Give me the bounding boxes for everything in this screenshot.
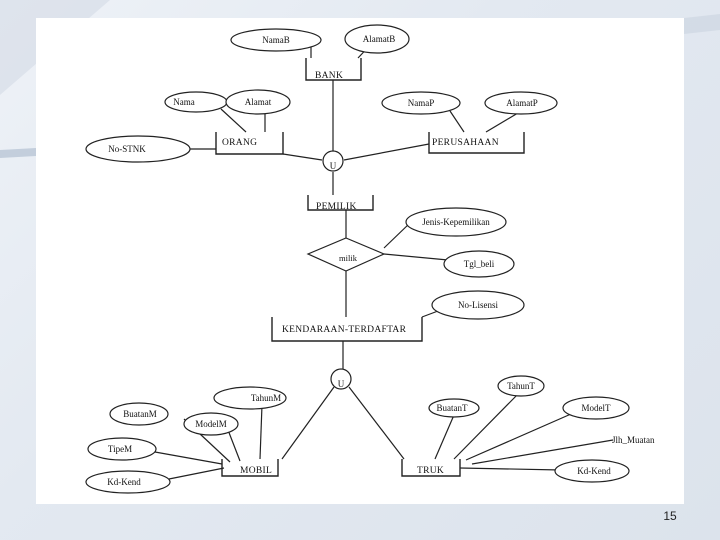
attr-modelm-ellipse bbox=[183, 412, 239, 436]
attr-tglbeli-label: Tgl_beli bbox=[464, 259, 495, 269]
er-diagram: BANK ORANG PERUSAHAAN PEMILIK KENDARAAN-… bbox=[85, 24, 655, 494]
entity-truk-box bbox=[401, 459, 461, 477]
entity-bank-box bbox=[305, 58, 362, 81]
connector-line bbox=[281, 386, 335, 460]
connector-line bbox=[465, 413, 572, 461]
attr-namap-ellipse bbox=[381, 91, 461, 115]
connector-line bbox=[282, 153, 323, 161]
entity-truk-label: TRUK bbox=[417, 466, 444, 476]
attr-tipem-ellipse bbox=[87, 437, 157, 461]
connector-line bbox=[485, 112, 519, 133]
connector-line bbox=[453, 391, 521, 460]
diagram-sheet: BANK ORANG PERUSAHAAN PEMILIK KENDARAAN-… bbox=[36, 18, 684, 504]
connector-line bbox=[434, 414, 455, 460]
attr-kdkend-t-label: Kd-Kend bbox=[577, 466, 611, 476]
attr-tahunt-label: TahunT bbox=[507, 381, 535, 391]
connector-line bbox=[471, 439, 614, 465]
attr-namab-ellipse bbox=[230, 28, 322, 52]
attr-jlhmuatan-label: Jlh_Muatan bbox=[612, 435, 655, 445]
relationship-milik-diamond bbox=[306, 237, 386, 272]
entity-kendaraan-box bbox=[271, 317, 423, 342]
attr-nostnk-ellipse bbox=[85, 135, 191, 163]
entity-pemilik-label: PEMILIK bbox=[316, 202, 357, 212]
attr-jenis-kepemilikan-ellipse bbox=[405, 207, 507, 237]
entity-mobil-label: MOBIL bbox=[240, 466, 272, 476]
entity-perusahaan-box bbox=[428, 132, 525, 154]
attr-alamat-label: Alamat bbox=[245, 97, 272, 107]
attr-tahunm-label: TahunM bbox=[251, 393, 281, 403]
attr-buatant-ellipse bbox=[428, 398, 480, 418]
attr-alamat-ellipse bbox=[225, 89, 291, 115]
entity-orang-box bbox=[215, 132, 284, 155]
connector-line bbox=[259, 404, 263, 460]
attr-buatant-label: BuatanT bbox=[437, 403, 468, 413]
attr-nostnk-label: No-STNK bbox=[108, 144, 146, 154]
attr-kdkend-m-label: Kd-Kend bbox=[107, 477, 141, 487]
attr-nolisensi-ellipse bbox=[431, 290, 525, 320]
attr-kdkend-m-ellipse bbox=[85, 470, 171, 494]
connector-line bbox=[227, 429, 241, 462]
attr-kdkend-t-ellipse bbox=[554, 459, 630, 483]
entity-perusahaan-label: PERUSAHAAN bbox=[432, 138, 499, 148]
attr-modelt-label: ModelT bbox=[582, 403, 611, 413]
attr-jenis-kepemilikan-label: Jenis-Kepemilikan bbox=[422, 217, 490, 227]
union-upper-label: U bbox=[330, 161, 337, 171]
connector-line bbox=[220, 108, 247, 133]
relationship-milik-label: milik bbox=[339, 253, 358, 263]
attr-tahunm-ellipse bbox=[213, 386, 287, 410]
entity-pemilik-box bbox=[307, 195, 374, 211]
entity-bank-label: BANK bbox=[315, 71, 343, 81]
attr-namap-label: NamaP bbox=[408, 98, 435, 108]
connector-line bbox=[383, 221, 412, 249]
attr-modelm-label: ModelM bbox=[195, 419, 227, 429]
attr-alamatp-ellipse bbox=[484, 91, 558, 115]
attr-tglbeli-ellipse bbox=[443, 250, 515, 278]
connector-line bbox=[348, 386, 405, 460]
union-circle-lower bbox=[330, 368, 352, 390]
attr-alamatb-ellipse bbox=[344, 24, 410, 54]
attr-nama-label: Nama bbox=[173, 97, 195, 107]
attr-alamatp-label: AlamatP bbox=[506, 98, 538, 108]
union-circle-upper bbox=[322, 150, 344, 172]
attr-modelt-ellipse bbox=[562, 396, 630, 420]
connector-line bbox=[383, 253, 449, 261]
connector-line bbox=[449, 110, 465, 133]
attr-buatanm-label: BuatanM bbox=[123, 409, 157, 419]
attr-nolisensi-label: No-Lisensi bbox=[458, 300, 498, 310]
entity-mobil-box bbox=[221, 459, 279, 477]
attr-tahunt-ellipse bbox=[497, 375, 545, 397]
connector-line bbox=[168, 467, 225, 480]
union-lower-label: U bbox=[338, 379, 345, 389]
entity-orang-label: ORANG bbox=[222, 138, 257, 148]
page-number: 15 bbox=[663, 509, 677, 523]
connector-line bbox=[154, 451, 223, 465]
connector-line bbox=[459, 467, 562, 471]
attr-tipem-label: TipeM bbox=[108, 444, 132, 454]
entity-kendaraan-label: KENDARAAN-TERDAFTAR bbox=[282, 325, 407, 335]
connector-line bbox=[343, 143, 430, 161]
attr-alamatb-label: AlamatB bbox=[363, 34, 396, 44]
attr-namab-label: NamaB bbox=[262, 35, 290, 45]
attr-buatanm-ellipse bbox=[109, 402, 169, 426]
